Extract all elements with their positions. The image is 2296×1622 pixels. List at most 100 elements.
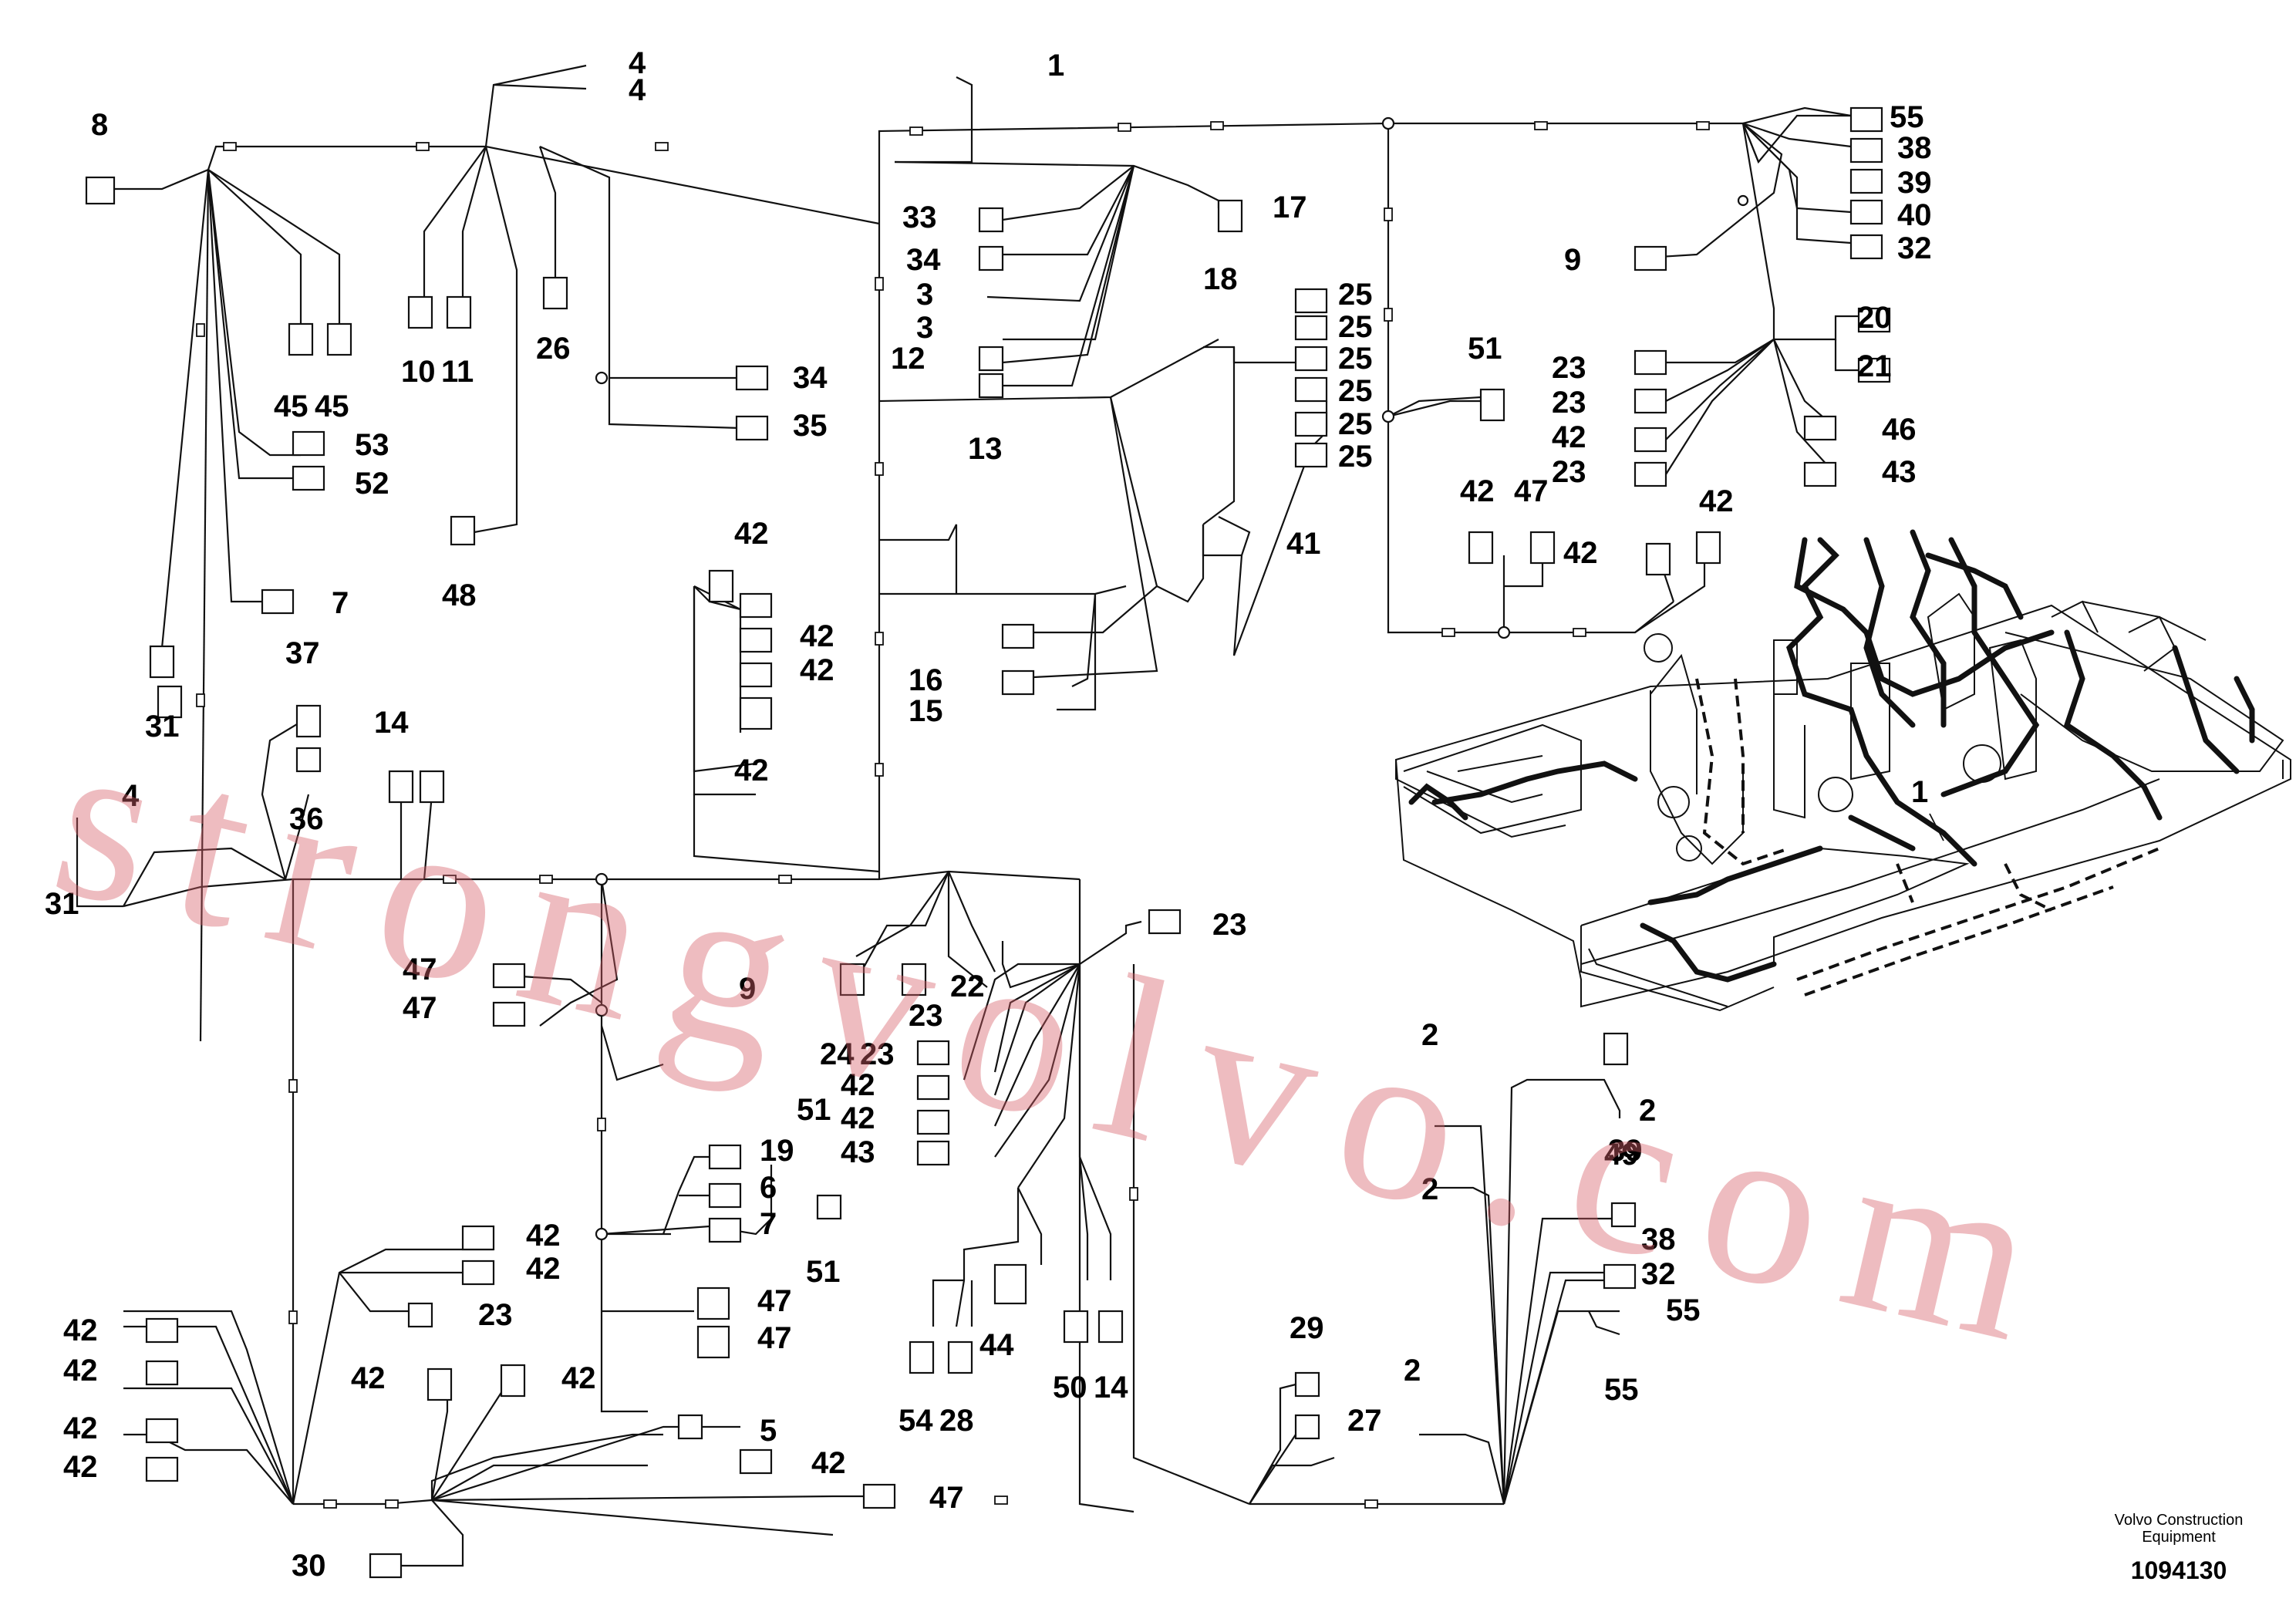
machine-frame-illustration	[1394, 529, 2291, 1012]
callout: 42	[63, 1354, 98, 1388]
publisher-line-1: Volvo Construction	[2114, 1512, 2244, 1529]
callout: 4	[629, 73, 646, 107]
callout: 55	[1666, 1293, 1701, 1327]
callout: 39	[1897, 166, 1932, 200]
callout: 46	[1882, 413, 1917, 447]
callout: 37	[285, 636, 320, 670]
callout: 21	[1857, 349, 1892, 383]
callout: 24	[820, 1037, 855, 1071]
callout: 44	[979, 1328, 1014, 1362]
callout: 31	[45, 887, 79, 921]
callout: 7	[332, 586, 349, 620]
callout: 12	[891, 342, 925, 376]
callout: 42	[63, 1411, 98, 1445]
callout: 33	[902, 201, 937, 234]
callout: 14	[1094, 1371, 1128, 1404]
callout: 34	[793, 361, 828, 395]
callout: 7	[760, 1207, 777, 1241]
callout: 9	[1564, 243, 1581, 277]
callout: 42	[351, 1361, 386, 1395]
callout: 42	[1699, 484, 1734, 518]
callout: 2	[1421, 1018, 1438, 1052]
publisher-credit: Volvo Construction Equipment 1094130	[2067, 1512, 2291, 1585]
callout: 13	[968, 432, 1003, 466]
callout: 17	[1273, 191, 1307, 224]
callout: 42	[63, 1313, 98, 1347]
callout: 55	[1890, 100, 1924, 134]
callout: 50	[1053, 1371, 1087, 1404]
connector-bodies	[85, 106, 1891, 1579]
callout: 40	[1897, 198, 1932, 232]
callout: 55	[1604, 1373, 1639, 1407]
callout: 42	[1552, 420, 1586, 454]
callout: 51	[806, 1255, 841, 1289]
callout: 31	[145, 710, 180, 744]
callout: 43	[841, 1135, 875, 1169]
publisher-line-2: Equipment	[2142, 1529, 2216, 1546]
callout: 3	[916, 311, 933, 345]
callout: 1	[1911, 775, 1928, 809]
callout: 5	[760, 1414, 777, 1448]
callout: 38	[1897, 131, 1932, 165]
callout: 2	[1421, 1172, 1438, 1206]
callout: 42	[63, 1450, 98, 1484]
callout: 4	[122, 779, 140, 813]
callout: 43	[1882, 455, 1917, 489]
callout: 25	[1338, 342, 1373, 376]
callout-labels: 1 4 4 8 55 38 39 40 32 9 33 17 34 18 3 3…	[45, 46, 1932, 1583]
callout: 35	[793, 409, 828, 443]
callout: 26	[536, 332, 571, 366]
callout: 47	[1514, 474, 1549, 508]
callout: 30	[292, 1549, 326, 1583]
callout: 36	[289, 802, 324, 836]
callout: 42	[526, 1252, 561, 1286]
callout: 10	[401, 355, 436, 389]
callout: 42	[1460, 474, 1495, 508]
callout: 25	[1338, 407, 1373, 441]
document-number: 1094130	[2130, 1556, 2227, 1584]
callout: 32	[1641, 1257, 1676, 1291]
callout: 14	[374, 706, 409, 740]
callout: 15	[909, 694, 943, 728]
callout: 1	[1047, 49, 1064, 83]
callout: 6	[760, 1171, 777, 1205]
callout: 34	[906, 243, 941, 277]
callout: 52	[355, 467, 389, 501]
callout: 25	[1338, 310, 1373, 344]
callout: 47	[757, 1284, 792, 1318]
callout: 4	[629, 46, 646, 80]
callout: 41	[1286, 527, 1321, 561]
callout: 25	[1338, 440, 1373, 474]
callout: 25	[1338, 374, 1373, 408]
callout: 47	[403, 953, 437, 986]
callout: 2	[1404, 1354, 1421, 1388]
callout: 23	[860, 1037, 895, 1071]
callout: 19	[760, 1134, 794, 1168]
junction-points	[595, 116, 1749, 1241]
watermark: strongvolvo.com	[35, 686, 2088, 1397]
callout: 42	[734, 754, 769, 787]
callout: 47	[929, 1481, 964, 1515]
callout: 45	[274, 389, 308, 423]
callout: 42	[526, 1219, 561, 1253]
callout: 39	[1608, 1134, 1643, 1168]
callout: 23	[909, 999, 943, 1033]
callout: 20	[1857, 301, 1892, 335]
callout: 47	[403, 991, 437, 1025]
callout: 54	[899, 1404, 933, 1438]
callout: 42	[841, 1068, 875, 1102]
callout: 8	[91, 108, 108, 142]
callout: 42	[800, 653, 834, 687]
callout: 42	[734, 517, 769, 551]
callout: 23	[1552, 455, 1586, 489]
callout: 38	[1641, 1222, 1676, 1256]
callout: 51	[797, 1093, 831, 1127]
callout: 29	[1290, 1311, 1324, 1345]
callout: 47	[757, 1321, 792, 1355]
callout: 3	[916, 278, 933, 312]
callout: 42	[841, 1101, 875, 1135]
callout: 23	[1552, 351, 1586, 385]
callout: 9	[739, 972, 756, 1006]
callout: 16	[909, 663, 943, 697]
